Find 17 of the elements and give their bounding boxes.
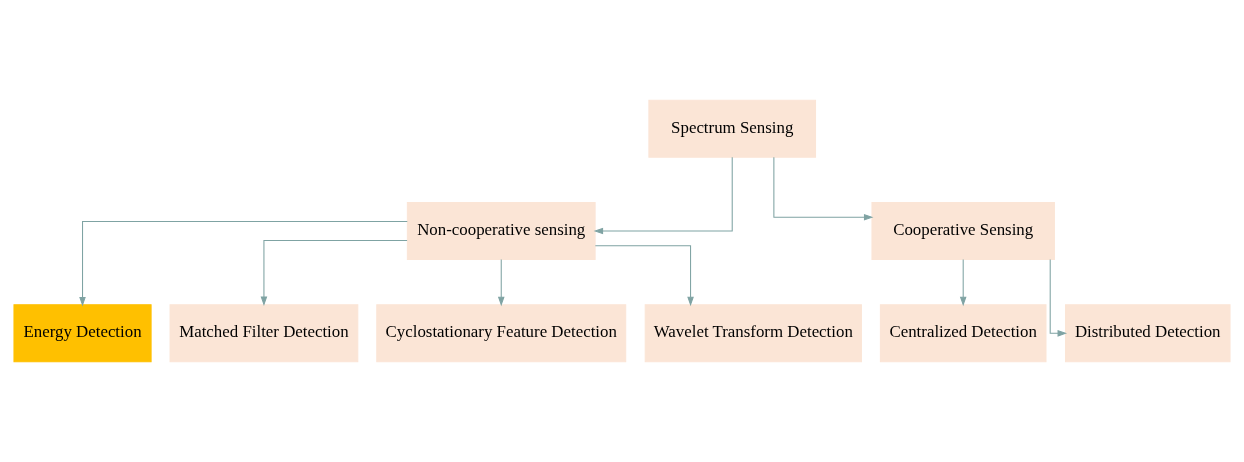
node-box: Cooperative Sensing bbox=[871, 202, 1055, 260]
node-box: Distributed Detection bbox=[1064, 304, 1231, 363]
arrow bbox=[260, 239, 408, 307]
node-box: Energy Detection bbox=[13, 304, 152, 363]
arrow bbox=[79, 221, 408, 307]
arrow bbox=[1049, 258, 1068, 337]
node-box: Wavelet Transform Detection bbox=[644, 304, 862, 363]
node-box: Cyclostationary Feature Detection bbox=[376, 304, 627, 363]
arrow bbox=[959, 258, 967, 307]
node-box: Spectrum Sensing bbox=[648, 99, 817, 158]
arrow bbox=[594, 245, 694, 307]
arrow bbox=[593, 156, 733, 235]
node-box: Non-cooperative sensing bbox=[406, 202, 596, 260]
arrow bbox=[773, 156, 874, 221]
node-box: Matched Filter Detection bbox=[169, 304, 359, 363]
node-box: Centralized Detection bbox=[879, 304, 1047, 363]
arrow bbox=[497, 258, 505, 307]
